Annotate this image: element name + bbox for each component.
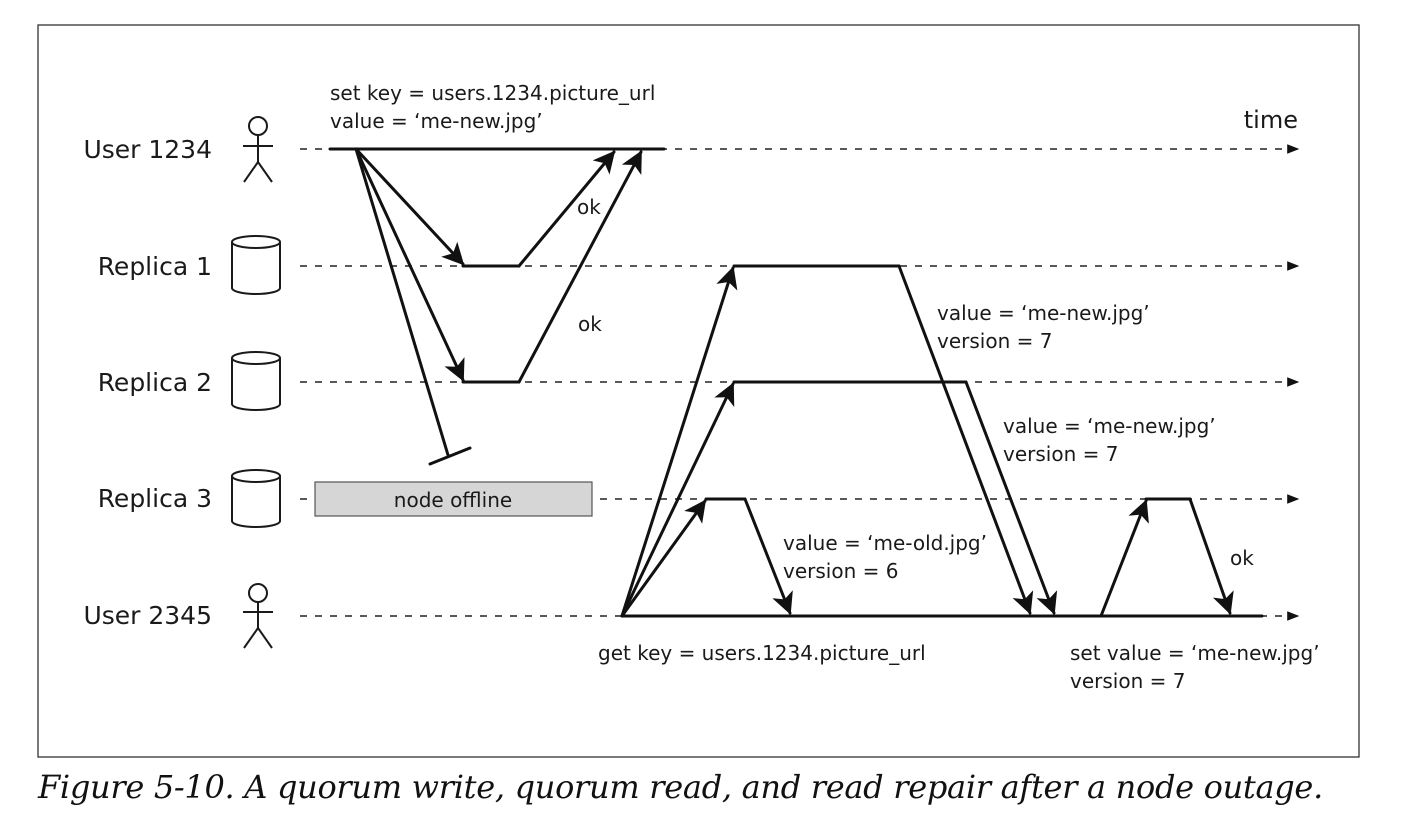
replica1-response-arrow (897, 264, 1034, 615)
replica3-response-arrow (743, 497, 793, 615)
user-stick-figure-icon (243, 583, 273, 649)
database-icon (231, 235, 281, 295)
repair-to-replica3-arrow (1099, 499, 1149, 618)
write-to-replica3-lost (354, 147, 450, 457)
ok-repair-label: ok (1230, 546, 1254, 570)
replica2-version-annotation: version = 7 (1003, 442, 1118, 466)
replica3-version-annotation: version = 6 (783, 559, 898, 583)
replica1-value-annotation: value = ‘me-new.jpg’ (937, 301, 1150, 325)
ok-from-replica1-arrow (517, 150, 616, 268)
time-label: time (1244, 106, 1298, 134)
replica2-value-annotation: value = ‘me-new.jpg’ (1003, 414, 1216, 438)
read-to-replica3-arrow (620, 499, 707, 618)
node-offline-box (314, 481, 593, 517)
database-icon (231, 351, 281, 411)
figure-caption: Figure 5-10. A quorum write, quorum read… (38, 768, 1323, 806)
read-to-replica2-arrow (620, 382, 735, 618)
lost-message-cross-icon (428, 446, 472, 466)
lane-label-replica2: Replica 2 (98, 368, 212, 397)
ok-r1-label: ok (577, 195, 601, 219)
replica3-value-annotation: value = ‘me-old.jpg’ (783, 531, 987, 555)
lane-label-replica1: Replica 1 (98, 252, 212, 281)
ok-r2-label: ok (578, 312, 602, 336)
repair-version-annotation: version = 7 (1070, 669, 1185, 693)
get-key-annotation: get key = users.1234.picture_url (598, 641, 926, 665)
lane-label-replica3: Replica 3 (98, 484, 212, 513)
figure-border (37, 24, 1360, 758)
repair-value-annotation: set value = ‘me-new.jpg’ (1070, 641, 1320, 665)
lane-label-user1234: User 1234 (83, 135, 212, 164)
write-to-replica1-arrow (354, 147, 465, 266)
ok-from-replica2-arrow (517, 150, 643, 384)
replica1-version-annotation: version = 7 (937, 329, 1052, 353)
repair-ok-arrow (1188, 497, 1234, 615)
write-value-annotation: value = ‘me-new.jpg’ (330, 109, 543, 133)
read-to-replica1-arrow (620, 266, 738, 618)
replica2-response-arrow (964, 380, 1058, 615)
node-offline-label: node offline (394, 488, 512, 512)
write-key-annotation: set key = users.1234.picture_url (330, 81, 655, 105)
database-icon (231, 469, 281, 528)
write-to-replica2-arrow (354, 147, 465, 382)
user-stick-figure-icon (243, 116, 273, 183)
quorum-diagram: User 1234 Replica 1 Replica 2 Replica 3 … (37, 24, 1360, 758)
lane-label-user2345: User 2345 (83, 601, 212, 630)
